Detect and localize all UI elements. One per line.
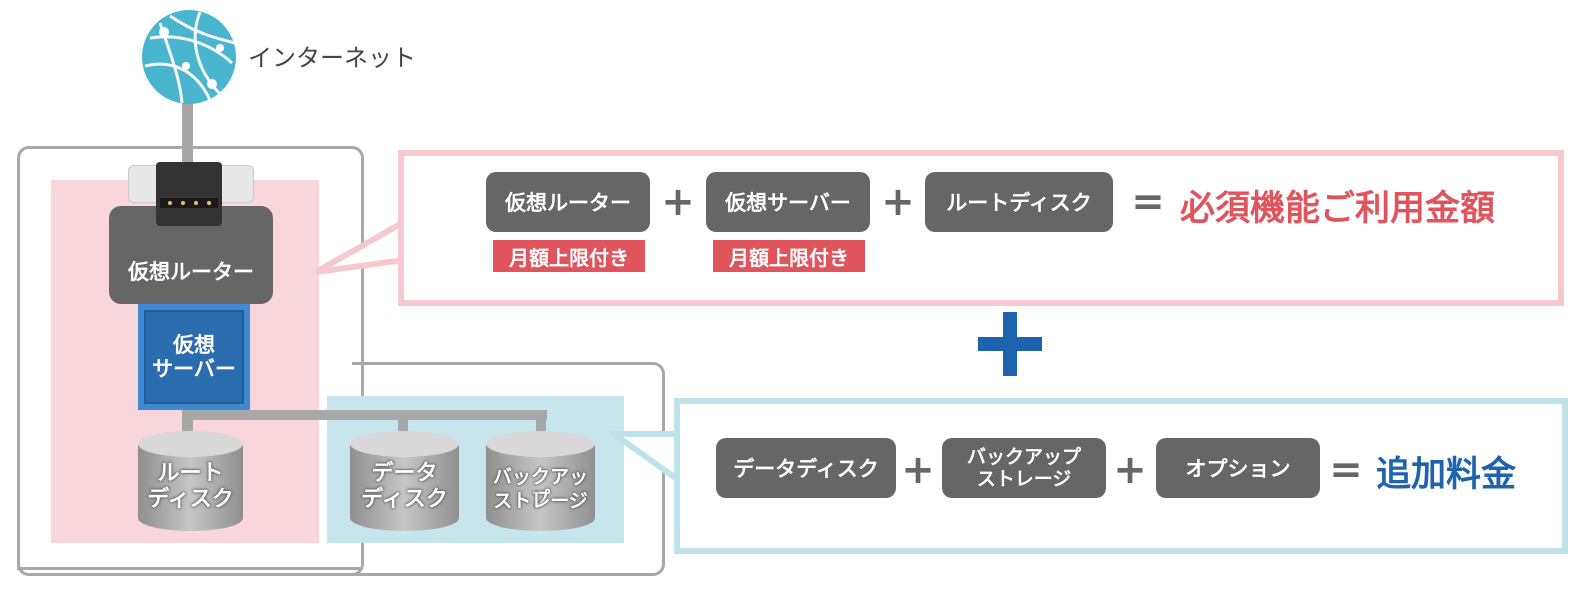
root-disk-icon	[138, 431, 243, 531]
required-result-label: 必須機能ご利用金額	[1180, 189, 1496, 229]
data-disk-icon	[350, 431, 459, 531]
router-label: 仮想ルーター	[128, 260, 254, 284]
backup-storage-node: バックアップ ストレージ	[485, 466, 596, 526]
monthly-cap-tag: 月額上限付き	[493, 240, 645, 272]
data-disk-label-line1: データ	[371, 461, 438, 486]
data-disk-node: データ ディスク	[349, 462, 460, 522]
required-item-server: 仮想サーバー	[706, 172, 870, 232]
additional-item-backup-storage: バックアップ ストレージ	[942, 438, 1106, 498]
server-label-line2: サーバー	[152, 357, 236, 381]
plus-sign: +	[1113, 447, 1147, 493]
globe-icon	[142, 10, 236, 104]
backup-label-line2: ストレージ	[493, 490, 588, 512]
server-label-line1: 仮想	[172, 333, 215, 357]
server-node: 仮想 サーバー	[138, 304, 250, 410]
internet-connector	[182, 95, 193, 173]
backup-pill-line1: バックアップ	[966, 446, 1081, 468]
plus-sign: +	[661, 179, 695, 225]
root-disk-label-line2: ディスク	[147, 487, 234, 512]
plus-sign: +	[901, 447, 935, 493]
equals-sign: =	[1131, 179, 1165, 225]
monthly-cap-tag: 月額上限付き	[713, 240, 865, 272]
router-led-icon	[160, 198, 218, 208]
additional-item-options: オプション	[1156, 438, 1320, 498]
storage-bus-connector	[182, 410, 547, 420]
root-disk-node: ルート ディスク	[137, 462, 244, 522]
required-item-router: 仮想ルーター	[486, 172, 650, 232]
additional-item-data-disk: データディスク	[716, 438, 896, 498]
backup-connector	[536, 412, 546, 442]
equals-sign: =	[1329, 447, 1363, 493]
plus-sign: +	[881, 179, 915, 225]
required-item-root-disk: ルートディスク	[925, 172, 1113, 232]
backup-label-line1: バックアップ	[492, 466, 588, 510]
additional-result-label: 追加料金	[1376, 455, 1517, 495]
data-disk-label-line2: ディスク	[361, 487, 448, 512]
backup-pill-line2: ストレージ	[976, 468, 1072, 490]
data-disk-connector	[398, 412, 408, 442]
internet-label: インターネット	[248, 44, 416, 72]
backup-storage-icon	[486, 431, 595, 531]
root-disk-label-line1: ルート	[157, 461, 224, 486]
router-ports	[156, 162, 222, 226]
plus-icon	[978, 312, 1042, 376]
